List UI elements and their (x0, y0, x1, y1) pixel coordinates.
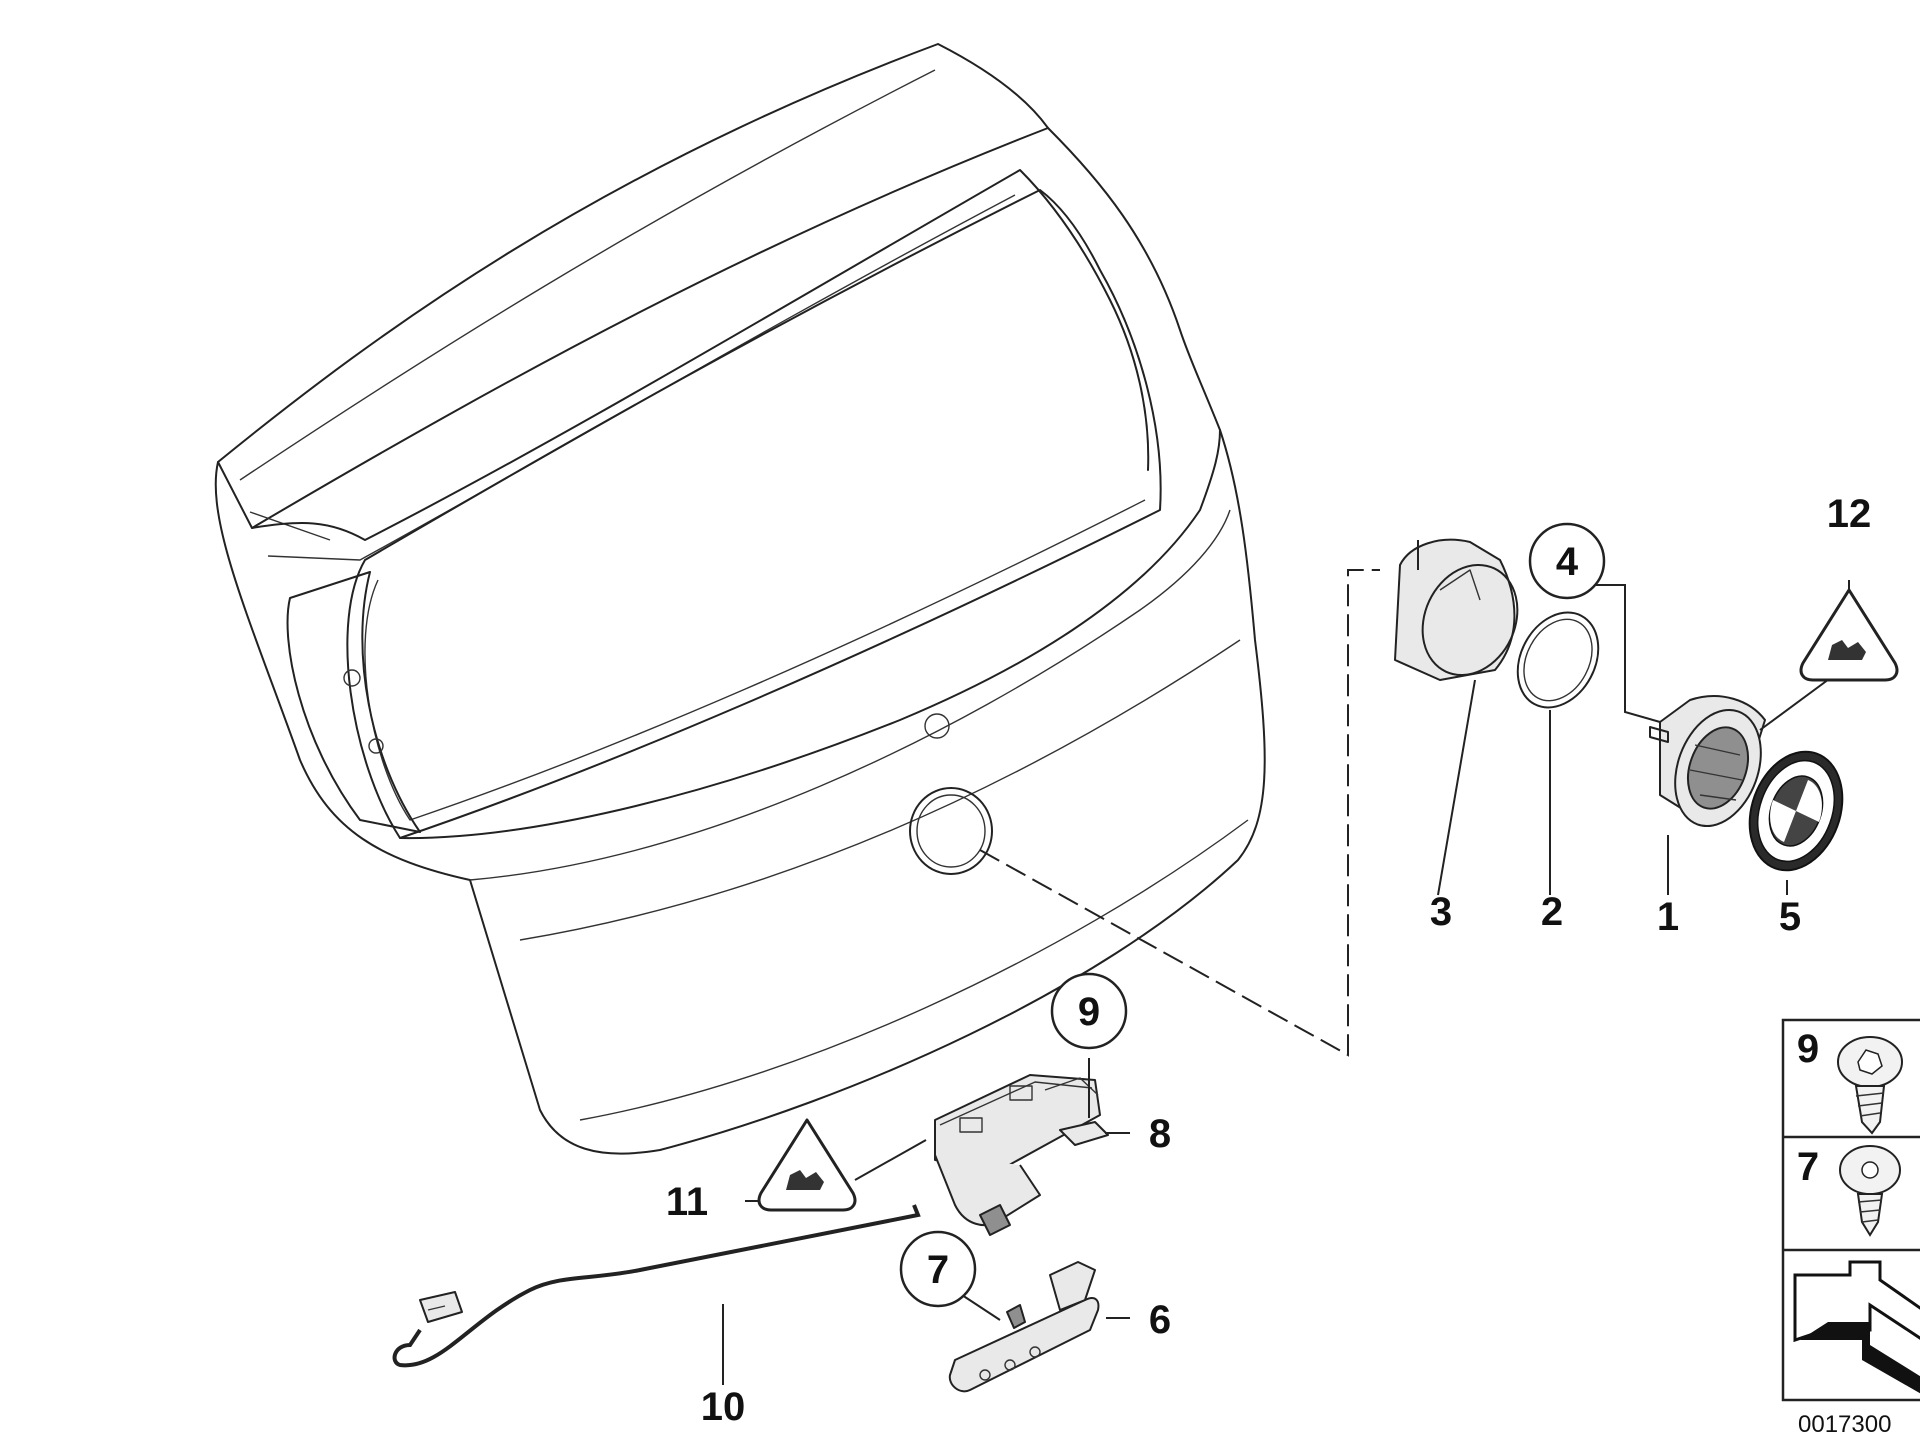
callout-label-11: 11 (666, 1180, 708, 1224)
striker-part (948, 1261, 1100, 1393)
warning-label-triangle-11 (757, 1118, 857, 1212)
tailgate-drawing (214, 43, 1266, 1155)
fastener-legend-box (1781, 1018, 1920, 1402)
warning-label-triangle-12 (1799, 580, 1899, 682)
callout-label-12: 12 (1827, 492, 1872, 536)
callout-label-4: 4 (1556, 540, 1579, 584)
callout-label-5: 5 (1779, 895, 1801, 939)
legend-label-screw-7: 7 (1797, 1145, 1819, 1189)
callout-label-6: 6 (1149, 1298, 1171, 1342)
callout-bubble-7 (899, 1230, 977, 1308)
tailgate-latch-part (934, 1074, 1109, 1236)
gasket-ring-inner (1523, 618, 1593, 702)
legend-label-screw-9: 9 (1797, 1027, 1819, 1071)
direction-arrow-icon (1793, 1260, 1920, 1394)
callout-label-7: 7 (927, 1248, 949, 1292)
diagram-id-label: 0017300 (1798, 1411, 1891, 1438)
callout-label-8: 8 (1149, 1112, 1171, 1156)
gasket-ring-part (1516, 611, 1600, 709)
callout-label-10: 10 (701, 1385, 746, 1429)
callout-bubble-4 (1528, 522, 1606, 600)
emblem-carrier-part (1649, 695, 1766, 828)
callout-label-1: 1 (1657, 895, 1679, 939)
callout-label-3: 3 (1430, 890, 1452, 934)
screw-torx-icon (1837, 1036, 1903, 1135)
callout-label-2: 2 (1541, 890, 1563, 934)
dashed-leader (979, 569, 1380, 1057)
bmw-roundel-part (1748, 750, 1844, 872)
callout-bubble-9 (1050, 972, 1128, 1050)
emblem-bracket-part (1394, 538, 1519, 681)
release-cable-part (392, 1204, 921, 1368)
screw-pan-icon (1839, 1145, 1901, 1237)
callout-label-9: 9 (1078, 990, 1100, 1034)
